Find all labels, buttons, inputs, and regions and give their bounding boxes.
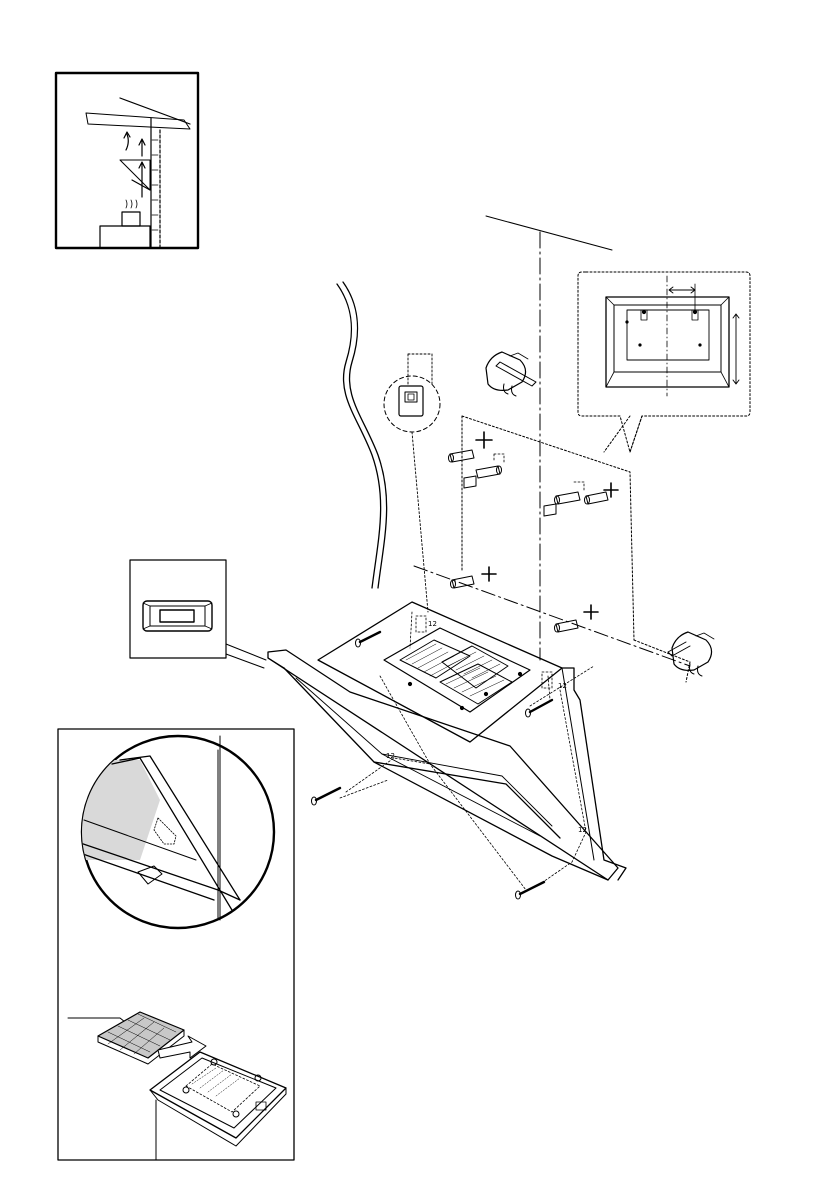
drilling-template-detail [578,272,750,452]
ventilation-inset [56,73,198,248]
screw-icon [516,882,545,899]
hook-detail [384,354,440,612]
screw-icon [312,788,341,805]
wall-plug-upper-left [449,432,493,462]
filter-installation-panel [58,729,294,1160]
screw-size-label: 12 [578,826,587,834]
power-cable [337,282,387,588]
wall-plug-upper-right [585,483,619,504]
wall-plug-lower-left [451,567,497,588]
wall-reference-lines [414,216,690,682]
grease-filter-panel [384,628,530,712]
pencil-icon-lower [668,632,714,676]
screw-icon [526,700,553,717]
screw-size-label: 12 [386,752,395,760]
pencil-icon [486,352,536,396]
hook-bracket-right [544,482,584,516]
filter-clip-inset [130,560,266,668]
screw-size-label: 12 [428,620,437,628]
screw-size-label: 12 [558,682,567,690]
wall-plug-lower-right [555,605,599,632]
hood-body [268,602,626,890]
